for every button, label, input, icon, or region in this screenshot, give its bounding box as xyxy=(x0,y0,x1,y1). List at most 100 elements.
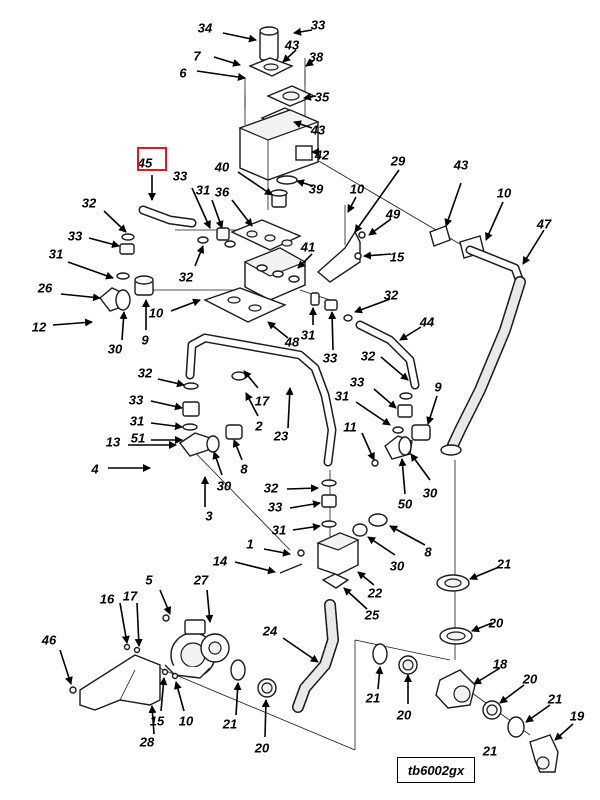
callout-c23: 23 xyxy=(273,428,289,443)
leader-arrow-c35 xyxy=(303,92,317,101)
leader-arrow-c17b xyxy=(134,602,143,647)
callout-c22: 22 xyxy=(367,585,383,600)
callout-c31b: 31 xyxy=(49,246,63,261)
callout-c8b: 8 xyxy=(424,544,432,559)
callout-c21a: 21 xyxy=(496,556,511,571)
leader-arrow-c10a xyxy=(347,196,357,213)
leader-arrow-c7 xyxy=(213,56,241,67)
right-upper-fittings xyxy=(310,225,526,456)
callout-c21c: 21 xyxy=(222,716,237,731)
callout-c13: 13 xyxy=(106,434,121,449)
callout-c1: 1 xyxy=(246,536,253,551)
leader-arrow-c46 xyxy=(59,649,73,685)
callout-c10c: 10 xyxy=(149,305,164,320)
callout-c42: 42 xyxy=(314,147,330,162)
callout-c15a: 15 xyxy=(390,249,405,264)
leader-arrow-c33a xyxy=(293,27,313,36)
leader-arrow-c20d xyxy=(261,699,270,738)
leader-arrow-c34 xyxy=(222,32,257,43)
callout-c30d: 30 xyxy=(390,558,405,573)
highlighted-callout-frame xyxy=(137,147,167,171)
leader-arrow-c22 xyxy=(357,571,375,586)
callout-c6: 6 xyxy=(179,65,187,80)
leader-arrow-c10c xyxy=(170,298,201,312)
callout-c20b: 20 xyxy=(522,671,538,686)
callout-c25: 25 xyxy=(364,607,380,622)
leader-arrow-c11 xyxy=(361,432,375,461)
callout-c9a: 9 xyxy=(141,332,149,347)
callout-c9b: 9 xyxy=(434,379,442,394)
leader-arrow-c20b xyxy=(499,684,525,704)
lower-exhaust-assembly xyxy=(372,574,559,773)
leader-arrow-c8b xyxy=(389,525,426,546)
leader-arrow-c31a xyxy=(211,199,224,229)
callout-c36: 36 xyxy=(215,184,230,199)
leader-arrow-c21b xyxy=(375,666,384,690)
leader-arrow-c24 xyxy=(282,637,319,663)
callout-c33d: 33 xyxy=(323,350,338,365)
leader-arrow-c39 xyxy=(296,179,314,187)
leader-arrow-c44 xyxy=(399,326,422,341)
callout-c31a: 31 xyxy=(196,182,210,197)
callout-c3: 3 xyxy=(205,508,213,523)
leader-arrow-c20a xyxy=(471,622,493,633)
leader-arrow-c49 xyxy=(368,218,392,236)
leader-arrow-c32b xyxy=(354,298,391,314)
callout-c46: 46 xyxy=(41,632,57,647)
callout-c11: 11 xyxy=(343,419,357,434)
leader-arrow-c36 xyxy=(231,199,253,227)
callout-c5: 5 xyxy=(145,572,153,587)
leader-arrow-c38 xyxy=(305,58,315,67)
callout-c44: 44 xyxy=(419,314,435,329)
callout-c14: 14 xyxy=(213,553,228,568)
leader-arrow-c23 xyxy=(285,387,294,429)
leader-arrow-c2 xyxy=(245,392,259,417)
leader-arrow-c21d xyxy=(525,704,551,723)
leader-arrow-c28 xyxy=(148,705,157,735)
right-middle-fittings xyxy=(371,392,431,467)
callout-c45: 45 xyxy=(137,155,153,170)
callout-c26: 26 xyxy=(37,280,53,295)
leader-arrow-c31d xyxy=(355,401,391,426)
callout-c32f: 32 xyxy=(264,480,279,495)
callout-leader-arrows xyxy=(52,27,574,741)
leader-arrow-c31b xyxy=(67,261,114,280)
leader-arrow-c48 xyxy=(267,321,289,339)
callout-c39: 39 xyxy=(309,181,324,196)
callout-c47: 47 xyxy=(536,216,552,231)
callout-c31f: 31 xyxy=(272,522,286,537)
callout-c20a: 20 xyxy=(488,615,504,630)
leader-arrow-c30c xyxy=(410,453,431,481)
leader-arrow-c8a xyxy=(232,439,243,461)
upper-manifold-assembly xyxy=(203,26,361,323)
leader-arrow-c9b xyxy=(426,395,438,425)
callout-c43b: 43 xyxy=(310,122,326,137)
callout-c24: 24 xyxy=(262,623,278,638)
callout-c33f: 33 xyxy=(350,374,365,389)
leader-arrow-c30d xyxy=(367,536,396,556)
leader-arrow-c10b xyxy=(485,201,504,241)
callout-c40: 40 xyxy=(214,159,230,174)
callout-c27: 27 xyxy=(193,572,209,587)
callout-c30c: 30 xyxy=(423,485,438,500)
callout-c19: 19 xyxy=(570,708,585,723)
leader-arrow-c30b xyxy=(212,451,223,476)
callout-c31e: 31 xyxy=(130,413,144,428)
callout-c20d: 20 xyxy=(254,740,270,755)
leader-arrow-c33d xyxy=(328,311,337,351)
leader-arrow-c33b xyxy=(191,187,211,229)
lower-valve-assembly xyxy=(279,513,388,713)
callout-c38: 38 xyxy=(309,49,324,64)
left-upper-fittings xyxy=(99,205,236,312)
leader-arrow-c32c xyxy=(194,245,205,267)
callout-c41: 41 xyxy=(300,239,315,254)
leader-arrow-c33g xyxy=(289,500,321,509)
leader-arrow-c17a xyxy=(243,370,259,389)
callout-c32a: 32 xyxy=(82,195,97,210)
callout-c21b: 21 xyxy=(365,690,380,705)
callout-c33e: 33 xyxy=(129,392,144,407)
callout-c48: 48 xyxy=(284,334,300,349)
figure-reference-code: tb6002gx xyxy=(397,757,475,783)
